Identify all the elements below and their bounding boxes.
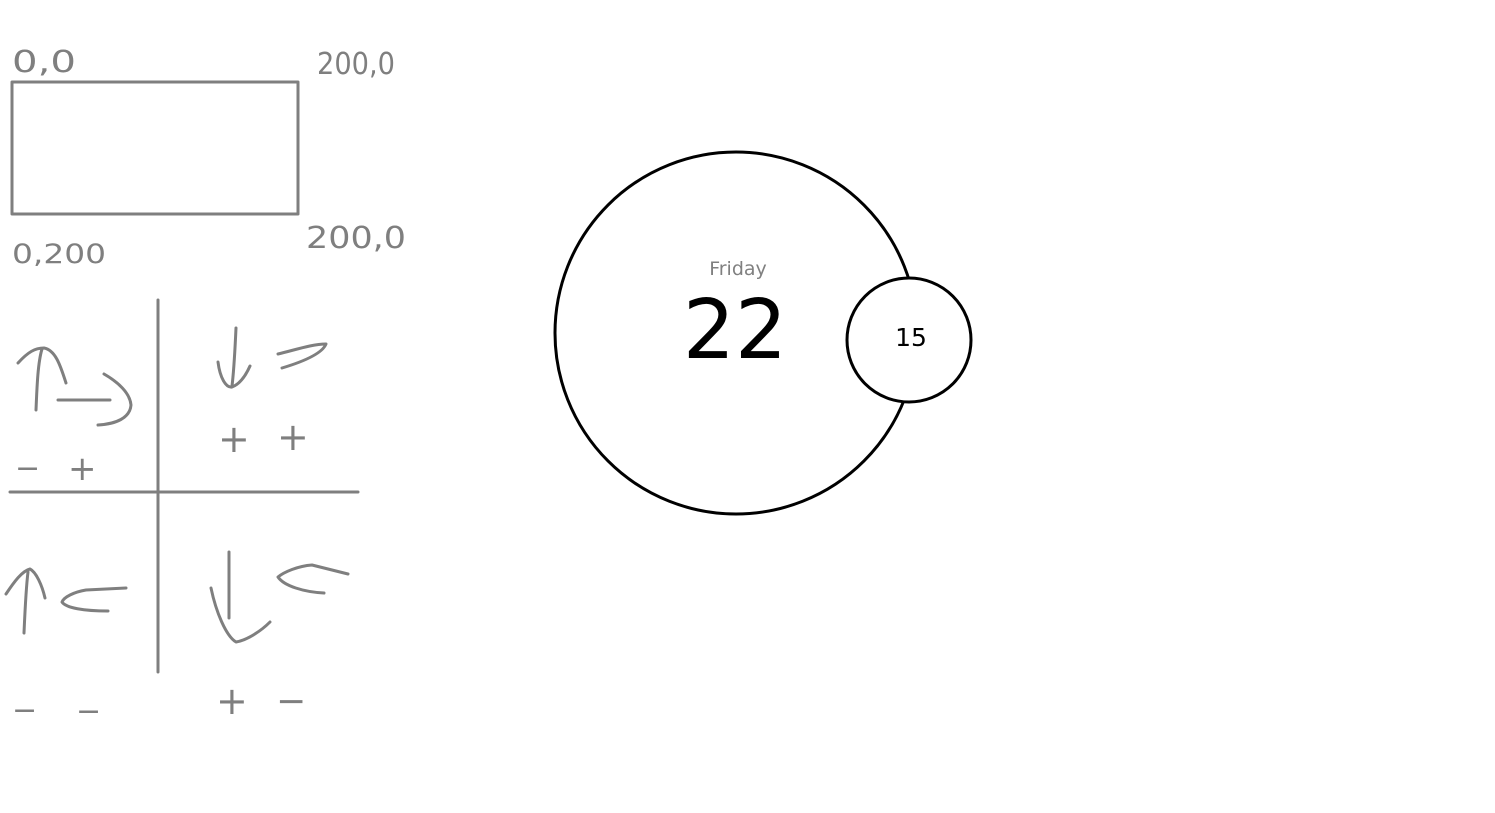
corner-label-top-left: 0,0 (12, 45, 76, 80)
quadrant-bottom-right-x-sign: + (216, 679, 248, 723)
quadrant-bottom-right: + − (209, 550, 350, 723)
day-number-label: 22 (683, 283, 787, 378)
quadrant-top-right: + + (216, 326, 328, 461)
quadrant-top-right-x-sign: + (218, 417, 250, 461)
small-value-circle (845, 276, 973, 404)
quadrant-axes (8, 298, 360, 674)
arrow-left-icon-2 (276, 563, 350, 595)
arrow-up-icon (16, 346, 68, 412)
corner-label-bottom-right: 200,0 (306, 221, 406, 256)
arrow-up-icon-2 (4, 567, 47, 635)
arrow-down-icon (216, 326, 252, 389)
arrow-right-icon-2 (276, 342, 328, 370)
arrow-down-icon-2 (209, 550, 272, 644)
corner-label-top-right: 200,0 (317, 47, 395, 82)
quadrant-top-left-x-sign: − (15, 451, 40, 486)
quadrant-bottom-left-y-sign: − (76, 694, 101, 729)
quadrant-top-left-y-sign: + (68, 449, 97, 489)
quadrant-bottom-left-x-sign: − (12, 693, 37, 728)
quadrant-bottom-left: − − (4, 567, 128, 729)
day-name-label: Friday (709, 258, 767, 280)
quadrant-top-left: − + (15, 346, 133, 489)
quadrant-bottom-right-y-sign: − (276, 681, 306, 722)
quadrant-top-right-y-sign: + (277, 415, 309, 459)
corner-label-bottom-left: 0,200 (12, 239, 106, 270)
arrow-right-icon (56, 372, 133, 427)
small-value-label: 15 (895, 323, 927, 352)
coordinate-rectangle (10, 80, 300, 216)
coordinate-rectangle-group: 0,0 200,0 0,200 200,0 (10, 45, 406, 270)
arrow-left-icon (60, 586, 128, 613)
date-widget: Friday 22 15 (553, 150, 973, 516)
